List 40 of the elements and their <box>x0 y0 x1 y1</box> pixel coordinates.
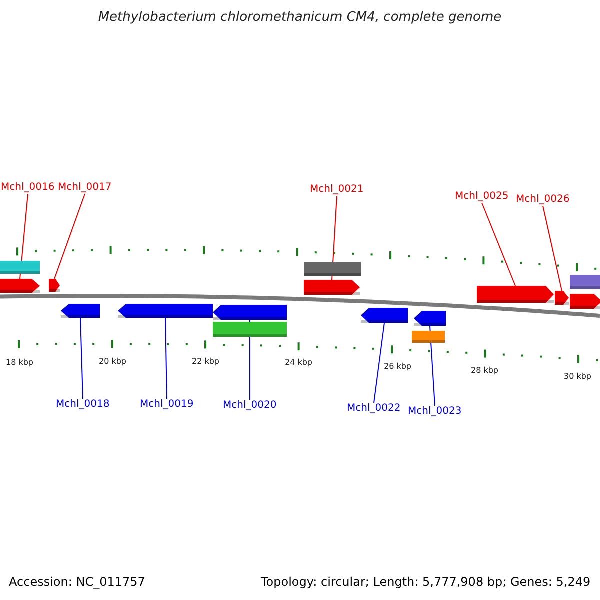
gene-feature <box>304 262 361 276</box>
gene-feature <box>0 279 40 293</box>
leader-line <box>80 318 84 400</box>
scale-label: 24 kbp <box>285 358 313 368</box>
scale-label: 18 kbp <box>6 358 34 368</box>
gene-feature <box>0 261 40 274</box>
gene-feature <box>414 311 446 326</box>
leader-line <box>542 206 562 292</box>
gene-feature <box>49 279 60 292</box>
gene-feature <box>213 305 287 320</box>
gene-label: Mchl_0016 <box>1 182 55 194</box>
gene-label: Mchl_0018 <box>56 399 110 411</box>
gene-label: Mchl_0026 <box>516 194 570 206</box>
scale-label: 30 kbp <box>564 372 592 382</box>
scale-label: 28 kbp <box>471 366 499 376</box>
gene-feature <box>118 304 213 318</box>
scale-label: 22 kbp <box>192 357 220 367</box>
gene-label: Mchl_0021 <box>310 184 364 196</box>
gene-label: Mchl_0017 <box>58 182 112 194</box>
leader-line <box>374 322 385 404</box>
scale-label: 26 kbp <box>384 362 412 372</box>
gene-feature <box>555 291 569 305</box>
gene-label: Mchl_0025 <box>455 191 509 203</box>
gene-label: Mchl_0020 <box>223 400 277 412</box>
gene-feature <box>304 280 360 295</box>
scale-label: 20 kbp <box>99 357 127 367</box>
gene-label: Mchl_0022 <box>347 403 401 415</box>
leader-line <box>165 318 168 400</box>
gene-feature <box>361 308 408 323</box>
gene-feature <box>61 304 100 318</box>
gene-feature <box>412 331 445 343</box>
accession-text: Accession: NC_011757 <box>9 575 146 589</box>
gene-feature <box>570 275 600 289</box>
leader-line <box>482 202 516 286</box>
genome-summary: Topology: circular; Length: 5,777,908 bp; Genes: 5,249 <box>261 575 591 589</box>
gene-feature <box>213 322 287 337</box>
gene-label: Mchl_0023 <box>408 406 462 418</box>
gene-label: Mchl_0019 <box>140 399 194 411</box>
leader-line <box>54 194 86 280</box>
diagram-title: Methylobacterium chloromethanicum CM4, complete genome <box>97 10 503 25</box>
